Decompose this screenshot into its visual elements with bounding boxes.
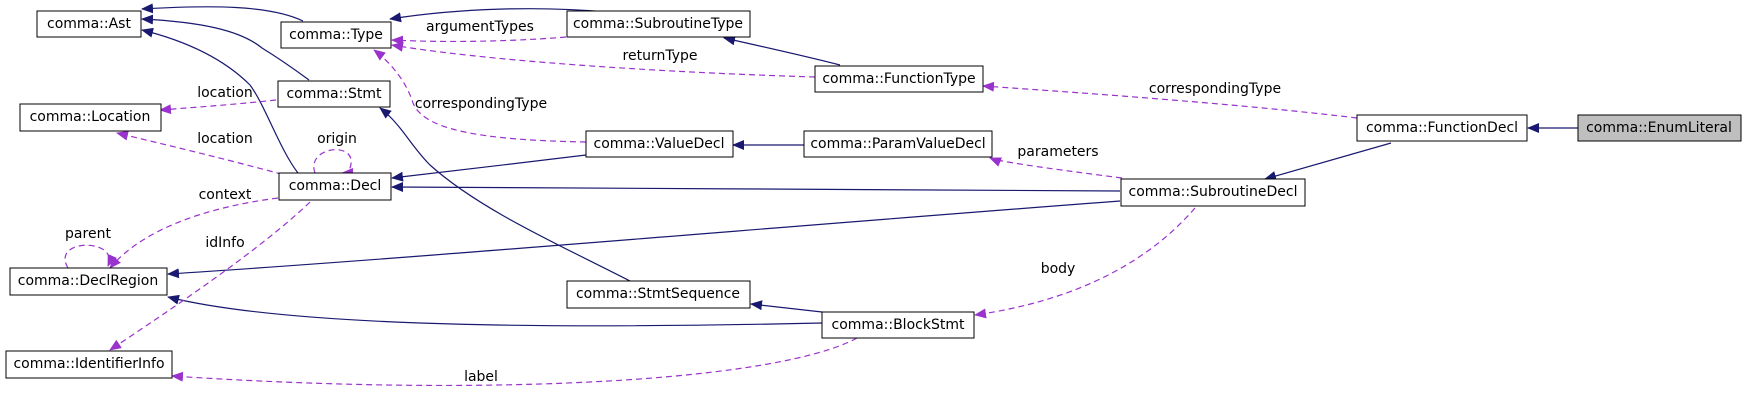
- edge-decl-idinfo: [109, 201, 311, 351]
- label-location-stmt: location: [197, 85, 253, 101]
- node-decl-label: comma::Decl: [289, 178, 382, 194]
- edge-functiondecl-correspondingtype: [982, 81, 1358, 119]
- inheritance-edges: [141, 3, 1578, 327]
- edge-subroutinedecl-to-declregion: [167, 200, 1121, 279]
- node-valuedecl[interactable]: comma::ValueDecl: [585, 130, 734, 158]
- edge-declregion-parent: [64, 244, 117, 269]
- node-functiondecl[interactable]: comma::FunctionDecl: [1356, 114, 1528, 142]
- node-subroutinedecl-label: comma::SubroutineDecl: [1129, 184, 1298, 200]
- edge-decl-to-ast: [141, 27, 299, 174]
- node-declregion[interactable]: comma::DeclRegion: [9, 267, 168, 296]
- node-paramvaluedecl[interactable]: comma::ParamValueDecl: [803, 130, 993, 158]
- edge-type-to-ast: [141, 3, 304, 22]
- edge-stmt-location: [159, 99, 277, 115]
- node-subroutinedecl[interactable]: comma::SubroutineDecl: [1120, 178, 1306, 207]
- edge-subroutinedecl-body: [974, 207, 1196, 319]
- node-functiontype-label: comma::FunctionType: [822, 71, 975, 87]
- node-decl[interactable]: comma::Decl: [278, 172, 392, 201]
- node-location[interactable]: comma::Location: [19, 103, 162, 132]
- node-identifierinfo-label: comma::IdentifierInfo: [13, 356, 164, 372]
- node-ast[interactable]: comma::Ast: [36, 10, 142, 38]
- label-idinfo: idInfo: [205, 235, 244, 251]
- node-type-label: comma::Type: [289, 27, 383, 43]
- label-parameters: parameters: [1017, 144, 1098, 160]
- node-paramvaluedecl-label: comma::ParamValueDecl: [810, 136, 985, 152]
- node-blockstmt-label: comma::BlockStmt: [832, 317, 965, 333]
- edge-subroutinedecl-parameters: [989, 157, 1123, 179]
- edge-stmt-to-ast: [141, 14, 310, 81]
- edge-decl-origin: [313, 149, 354, 178]
- edge-blockstmt-to-declregion: [167, 294, 823, 327]
- node-blockstmt[interactable]: comma::BlockStmt: [821, 311, 975, 339]
- label-correspondingtype-valuedecl: correspondingType: [415, 96, 547, 112]
- node-functiontype[interactable]: comma::FunctionType: [814, 65, 984, 93]
- node-stmt-label: comma::Stmt: [286, 86, 382, 102]
- edge-valuedecl-correspondingtype: [373, 49, 587, 143]
- node-stmt[interactable]: comma::Stmt: [277, 80, 391, 108]
- node-enumliteral[interactable]: comma::EnumLiteral: [1577, 114, 1742, 142]
- edge-blockstmt-to-stmtsequence: [750, 300, 823, 313]
- edge-functiontype-to-subroutinetype: [723, 35, 841, 66]
- node-valuedecl-label: comma::ValueDecl: [594, 136, 725, 152]
- label-origin: origin: [317, 131, 357, 147]
- edge-decl-context: [109, 197, 279, 269]
- edge-decl-location: [116, 130, 293, 178]
- node-type[interactable]: comma::Type: [280, 21, 392, 49]
- label-label: label: [464, 369, 498, 385]
- node-identifierinfo[interactable]: comma::IdentifierInfo: [5, 350, 173, 379]
- node-stmtsequence-label: comma::StmtSequence: [576, 286, 740, 302]
- node-subroutinetype-label: comma::SubroutineType: [573, 16, 743, 32]
- edge-subroutinetype-to-type: [389, 8, 609, 23]
- node-location-label: comma::Location: [30, 109, 151, 125]
- edge-functiontype-returntype: [391, 41, 816, 78]
- edge-blockstmt-label: [171, 337, 858, 387]
- node-enumliteral-label: comma::EnumLiteral: [1586, 120, 1732, 136]
- node-functiondecl-label: comma::FunctionDecl: [1366, 120, 1518, 136]
- edge-valuedecl-to-decl: [391, 154, 587, 182]
- label-body: body: [1041, 261, 1076, 277]
- label-correspondingtype-functiondecl: correspondingType: [1149, 81, 1281, 97]
- edge-stmtsequence-to-stmt: [379, 107, 633, 283]
- usage-edges: [64, 35, 1358, 387]
- edge-functiondecl-to-subroutinedecl: [1264, 142, 1392, 181]
- label-argumenttypes: argumentTypes: [426, 19, 534, 35]
- nodes: comma::Ast comma::Type comma::Subroutine…: [5, 10, 1742, 379]
- label-returntype: returnType: [623, 48, 698, 64]
- label-location-decl: location: [197, 131, 253, 147]
- label-context: context: [199, 187, 252, 203]
- node-subroutinetype[interactable]: comma::SubroutineType: [566, 10, 751, 38]
- node-stmtsequence[interactable]: comma::StmtSequence: [566, 280, 751, 309]
- edge-labels: argumentTypes returnType correspondingTy…: [65, 19, 1281, 385]
- edge-subroutinedecl-to-decl: [391, 182, 1121, 193]
- edge-subroutinetype-argumenttypes: [391, 35, 567, 46]
- node-declregion-label: comma::DeclRegion: [18, 273, 158, 289]
- label-parent: parent: [65, 226, 111, 242]
- node-ast-label: comma::Ast: [47, 16, 131, 32]
